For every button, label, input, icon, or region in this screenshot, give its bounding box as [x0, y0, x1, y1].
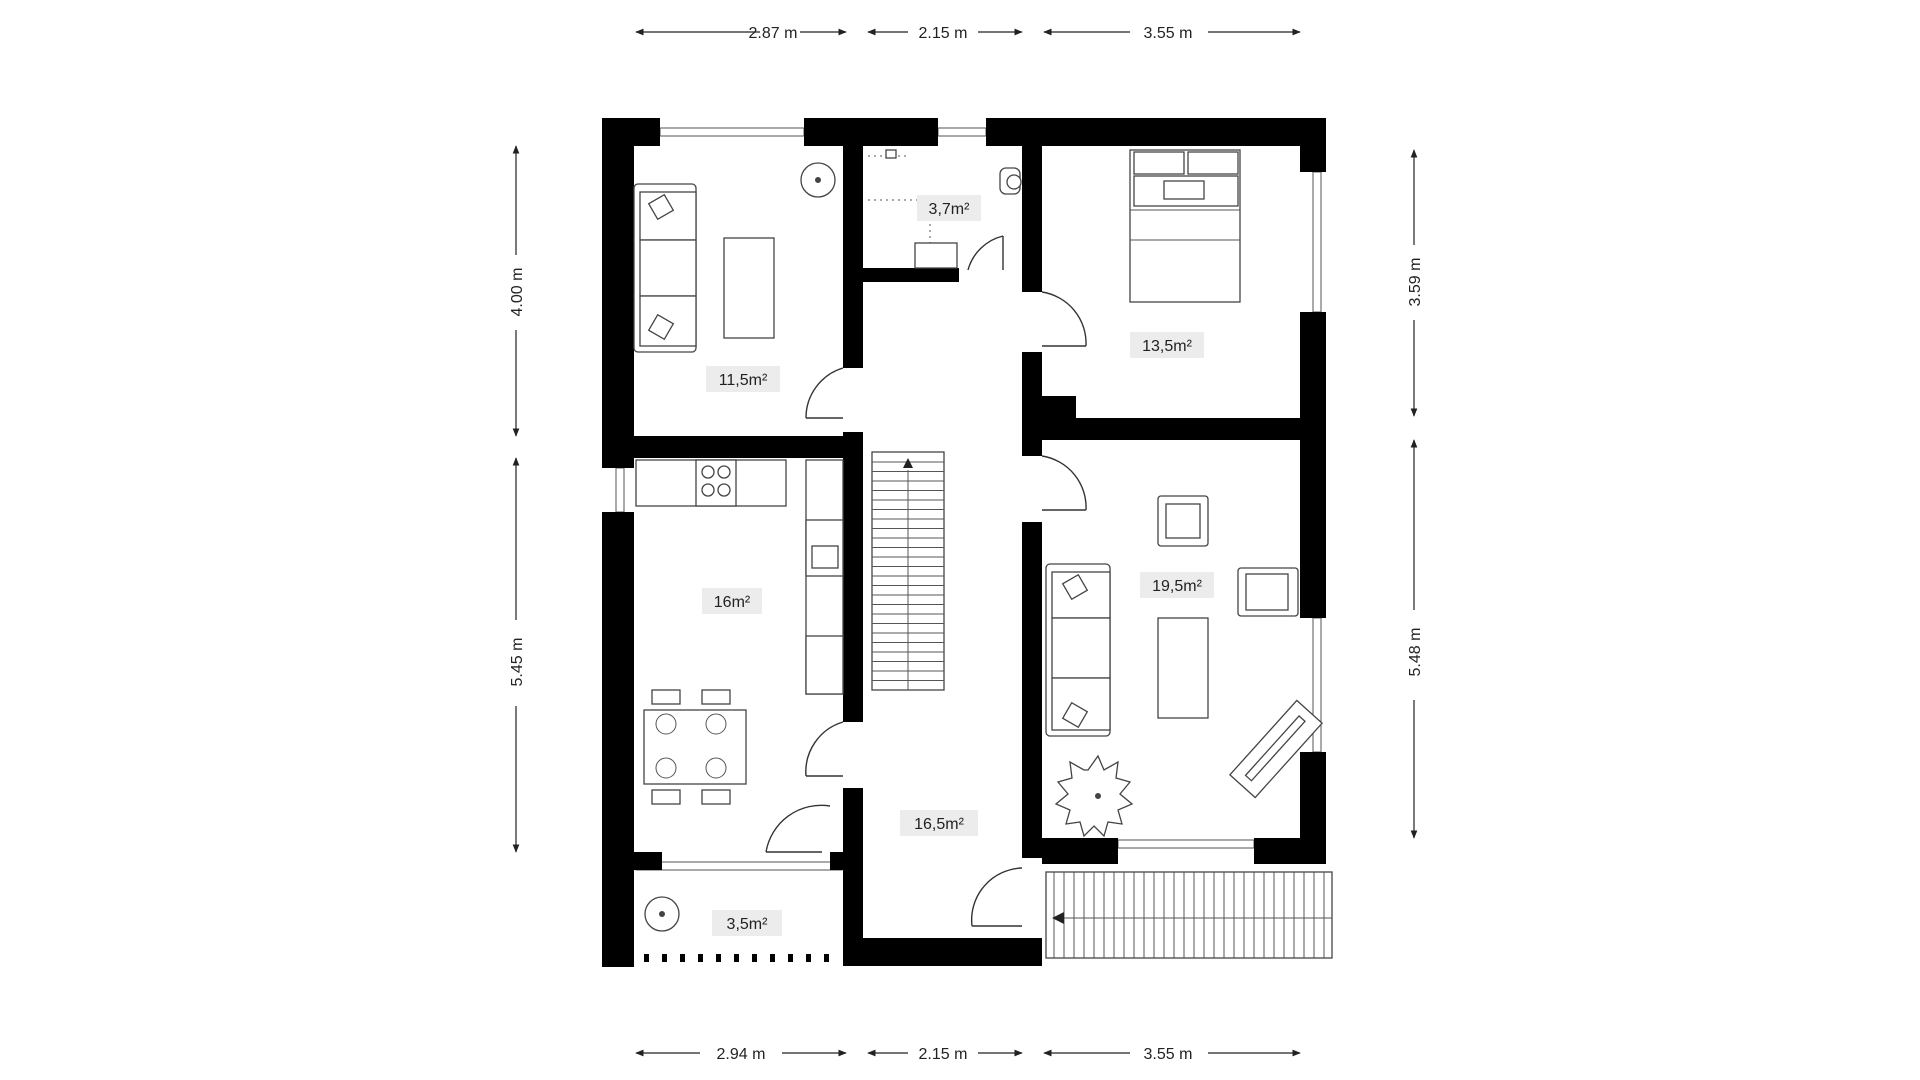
room-label-bathroom: 3,7m² — [917, 195, 981, 221]
room-label-bedroom: 13,5m² — [1130, 332, 1204, 358]
coffee-table-small — [723, 237, 775, 339]
storage-fixtures — [644, 896, 829, 962]
svg-text:4.00 m: 4.00 m — [509, 268, 526, 317]
dimension-top-3: 3.55 m — [1043, 25, 1301, 42]
dining-table — [643, 689, 747, 805]
svg-text:2.15 m: 2.15 m — [919, 25, 968, 42]
bathroom-fixtures — [868, 149, 1022, 269]
svg-text:3.55 m: 3.55 m — [1144, 1046, 1193, 1063]
armchair-2 — [1237, 567, 1299, 617]
double-bed — [1129, 149, 1241, 303]
svg-text:19,5m²: 19,5m² — [1152, 578, 1202, 595]
coffee-table-large — [1157, 617, 1209, 719]
svg-text:11,5m²: 11,5m² — [719, 372, 768, 389]
svg-text:13,5m²: 13,5m² — [1142, 338, 1192, 355]
dimension-bottom-2: 2.15 m — [867, 1046, 1023, 1063]
dimension-left-1: 4.00 m — [509, 145, 526, 437]
tv-cabinet — [1228, 699, 1324, 799]
dimension-right-2: 5.48 m — [1407, 439, 1424, 839]
svg-text:3.59 m: 3.59 m — [1407, 258, 1424, 307]
svg-text:3.55 m: 3.55 m — [1144, 25, 1193, 42]
room-label-hallway: 16,5m² — [900, 810, 978, 836]
armchair-1 — [1157, 495, 1209, 547]
dimension-bottom-1: 2.94 m — [635, 1046, 847, 1063]
sofa-large — [1045, 563, 1111, 737]
svg-text:2.94 m: 2.94 m — [717, 1046, 766, 1063]
room-label-kitchen: 16m² — [702, 588, 762, 614]
room-label-living-small: 11,5m² — [706, 366, 780, 392]
svg-text:16,5m²: 16,5m² — [914, 816, 964, 833]
room-label-storage: 3,5m² — [712, 910, 782, 936]
plant-small — [800, 162, 836, 198]
dimension-top-1: 2.87 m — [635, 25, 847, 42]
dimension-right-1: 3.59 m — [1407, 149, 1424, 417]
stairs-entrance — [1045, 871, 1333, 959]
room-label-living-large: 19,5m² — [1140, 572, 1214, 598]
svg-text:5.45 m: 5.45 m — [509, 638, 526, 687]
svg-text:16m²: 16m² — [714, 594, 751, 611]
plant-large — [1054, 754, 1134, 838]
svg-text:3,5m²: 3,5m² — [727, 916, 769, 933]
svg-text:2.15 m: 2.15 m — [919, 1046, 968, 1063]
doors — [765, 235, 1087, 927]
dimension-left-2: 5.45 m — [509, 457, 526, 853]
dimension-top-2: 2.15 m — [867, 25, 1023, 42]
stairs-hall — [871, 451, 945, 691]
svg-text:2.87 m: 2.87 m — [749, 25, 798, 42]
kitchen-counter — [635, 459, 844, 695]
sofa-small — [633, 183, 697, 353]
walls — [602, 118, 1326, 967]
svg-text:3,7m²: 3,7m² — [929, 201, 971, 218]
dimension-bottom-3: 3.55 m — [1043, 1046, 1301, 1063]
svg-text:5.48 m: 5.48 m — [1407, 628, 1424, 677]
